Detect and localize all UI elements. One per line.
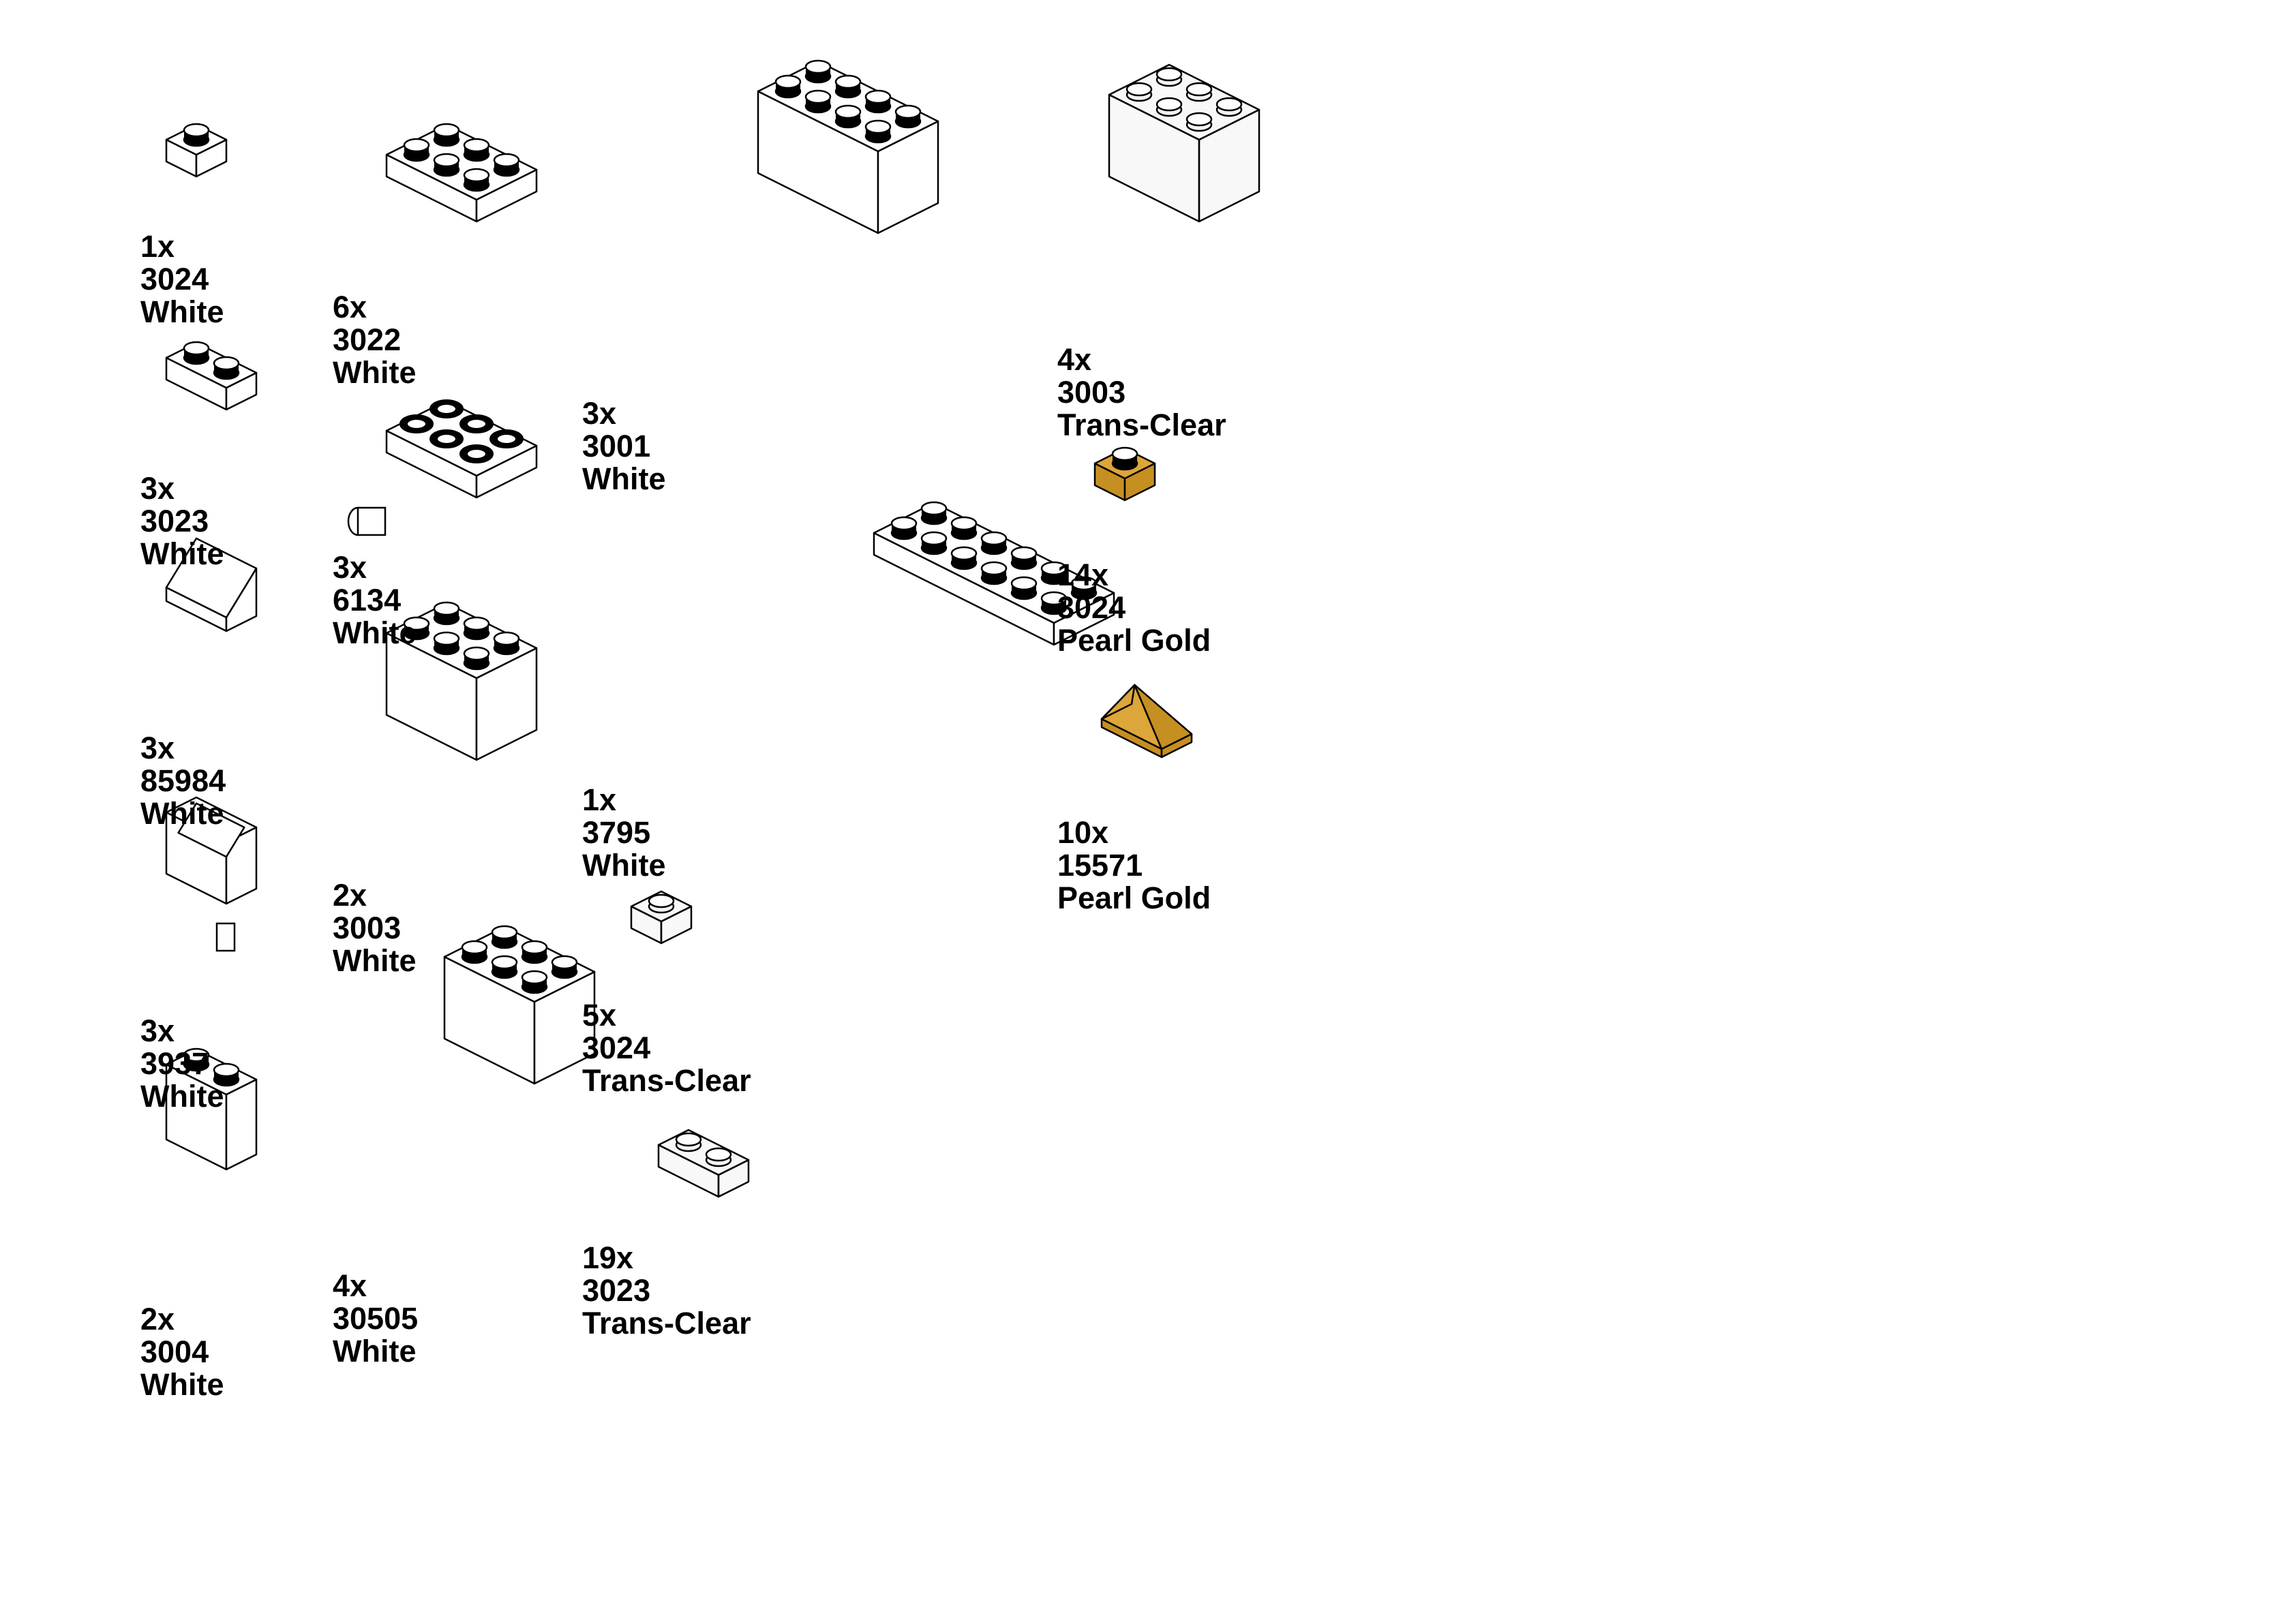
part-qty: 3x [582,396,617,431]
part-label-p9: 4x 30505 White [333,1270,418,1368]
part-label-p3: 3x 85984 White [140,732,226,830]
part-color: White [140,796,224,831]
part-image-p6 [385,123,538,223]
part-color: Trans-Clear [582,1063,751,1098]
part-label-p1: 1x 3024 White [140,230,224,328]
part-number: 6134 [333,583,402,617]
part-color: White [140,1367,224,1402]
part-number: 15571 [1057,848,1143,883]
part-number: 3003 [1057,375,1126,410]
part-image-p9 [443,925,596,1085]
part-color: White [140,294,224,329]
part-color: Trans-Clear [582,1306,751,1341]
part-image-p7 [347,399,538,536]
part-label-p14: 4x 3003 Trans-Clear [1057,343,1226,442]
part-qty: 6x [333,290,367,324]
part-number: 3022 [333,322,402,357]
part-qty: 4x [1057,342,1092,377]
part-color: Trans-Clear [1057,408,1226,442]
part-label-p15: 14x 3024 Pearl Gold [1057,559,1211,657]
part-color: White [582,461,666,496]
part-number: 3023 [140,504,209,538]
part-image-p2 [165,341,258,411]
part-color: White [333,943,417,978]
part-color: White [582,848,666,883]
part-qty: 2x [140,1302,175,1336]
part-image-p12 [630,890,693,945]
part-qty: 10x [1057,815,1109,850]
part-qty: 3x [333,550,367,585]
part-label-p2: 3x 3023 White [140,472,224,570]
part-qty: 14x [1057,557,1109,592]
part-qty: 5x [582,998,617,1032]
part-label-p12: 5x 3024 Trans-Clear [582,999,751,1097]
part-qty: 4x [333,1268,367,1303]
part-number: 3024 [582,1030,651,1065]
part-label-p16: 10x 15571 Pearl Gold [1057,816,1211,915]
part-number: 85984 [140,763,226,798]
part-number: 3024 [1057,590,1126,625]
part-number: 3004 [140,1334,209,1369]
part-number: 3023 [582,1273,651,1308]
part-image-p15 [1093,446,1156,502]
part-color: Pearl Gold [1057,881,1211,915]
part-color: White [333,1334,417,1368]
part-color: White [333,615,417,650]
part-qty: 1x [582,782,617,817]
part-number: 3003 [333,911,402,945]
part-number: 3795 [582,815,651,850]
part-label-p11: 1x 3795 White [582,784,665,882]
part-qty: 3x [140,471,175,506]
part-qty: 3x [140,731,175,765]
part-color: White [140,536,224,571]
part-qty: 1x [140,229,175,264]
part-image-p3 [165,537,258,632]
part-image-p1 [165,123,228,178]
part-label-p5: 2x 3004 White [140,1303,224,1401]
part-image-p5 [165,1047,258,1171]
part-image-p16 [1100,684,1193,759]
part-image-p14 [1108,63,1260,223]
part-label-p8: 2x 3003 White [333,879,416,977]
part-label-p10: 3x 3001 White [582,397,665,495]
part-label-p13: 19x 3023 Trans-Clear [582,1242,751,1340]
part-image-p13 [657,1129,750,1198]
part-color: Pearl Gold [1057,623,1211,658]
part-qty: 3x [140,1013,175,1048]
part-number: 3024 [140,262,209,296]
part-label-p4: 3x 3937 White [140,1015,224,1113]
part-number: 3001 [582,429,651,463]
part-label-p7: 3x 6134 White [333,551,416,649]
part-label-p6: 6x 3022 White [333,291,416,389]
part-number: 30505 [333,1301,419,1336]
part-number: 3937 [140,1046,209,1081]
part-qty: 19x [582,1240,634,1275]
part-qty: 2x [333,878,367,913]
part-color: White [333,355,417,390]
part-image-p4 [165,796,258,952]
part-image-p11 [873,501,1115,646]
part-image-p10 [757,59,939,234]
part-image-p8 [385,601,538,761]
part-color: White [140,1079,224,1114]
